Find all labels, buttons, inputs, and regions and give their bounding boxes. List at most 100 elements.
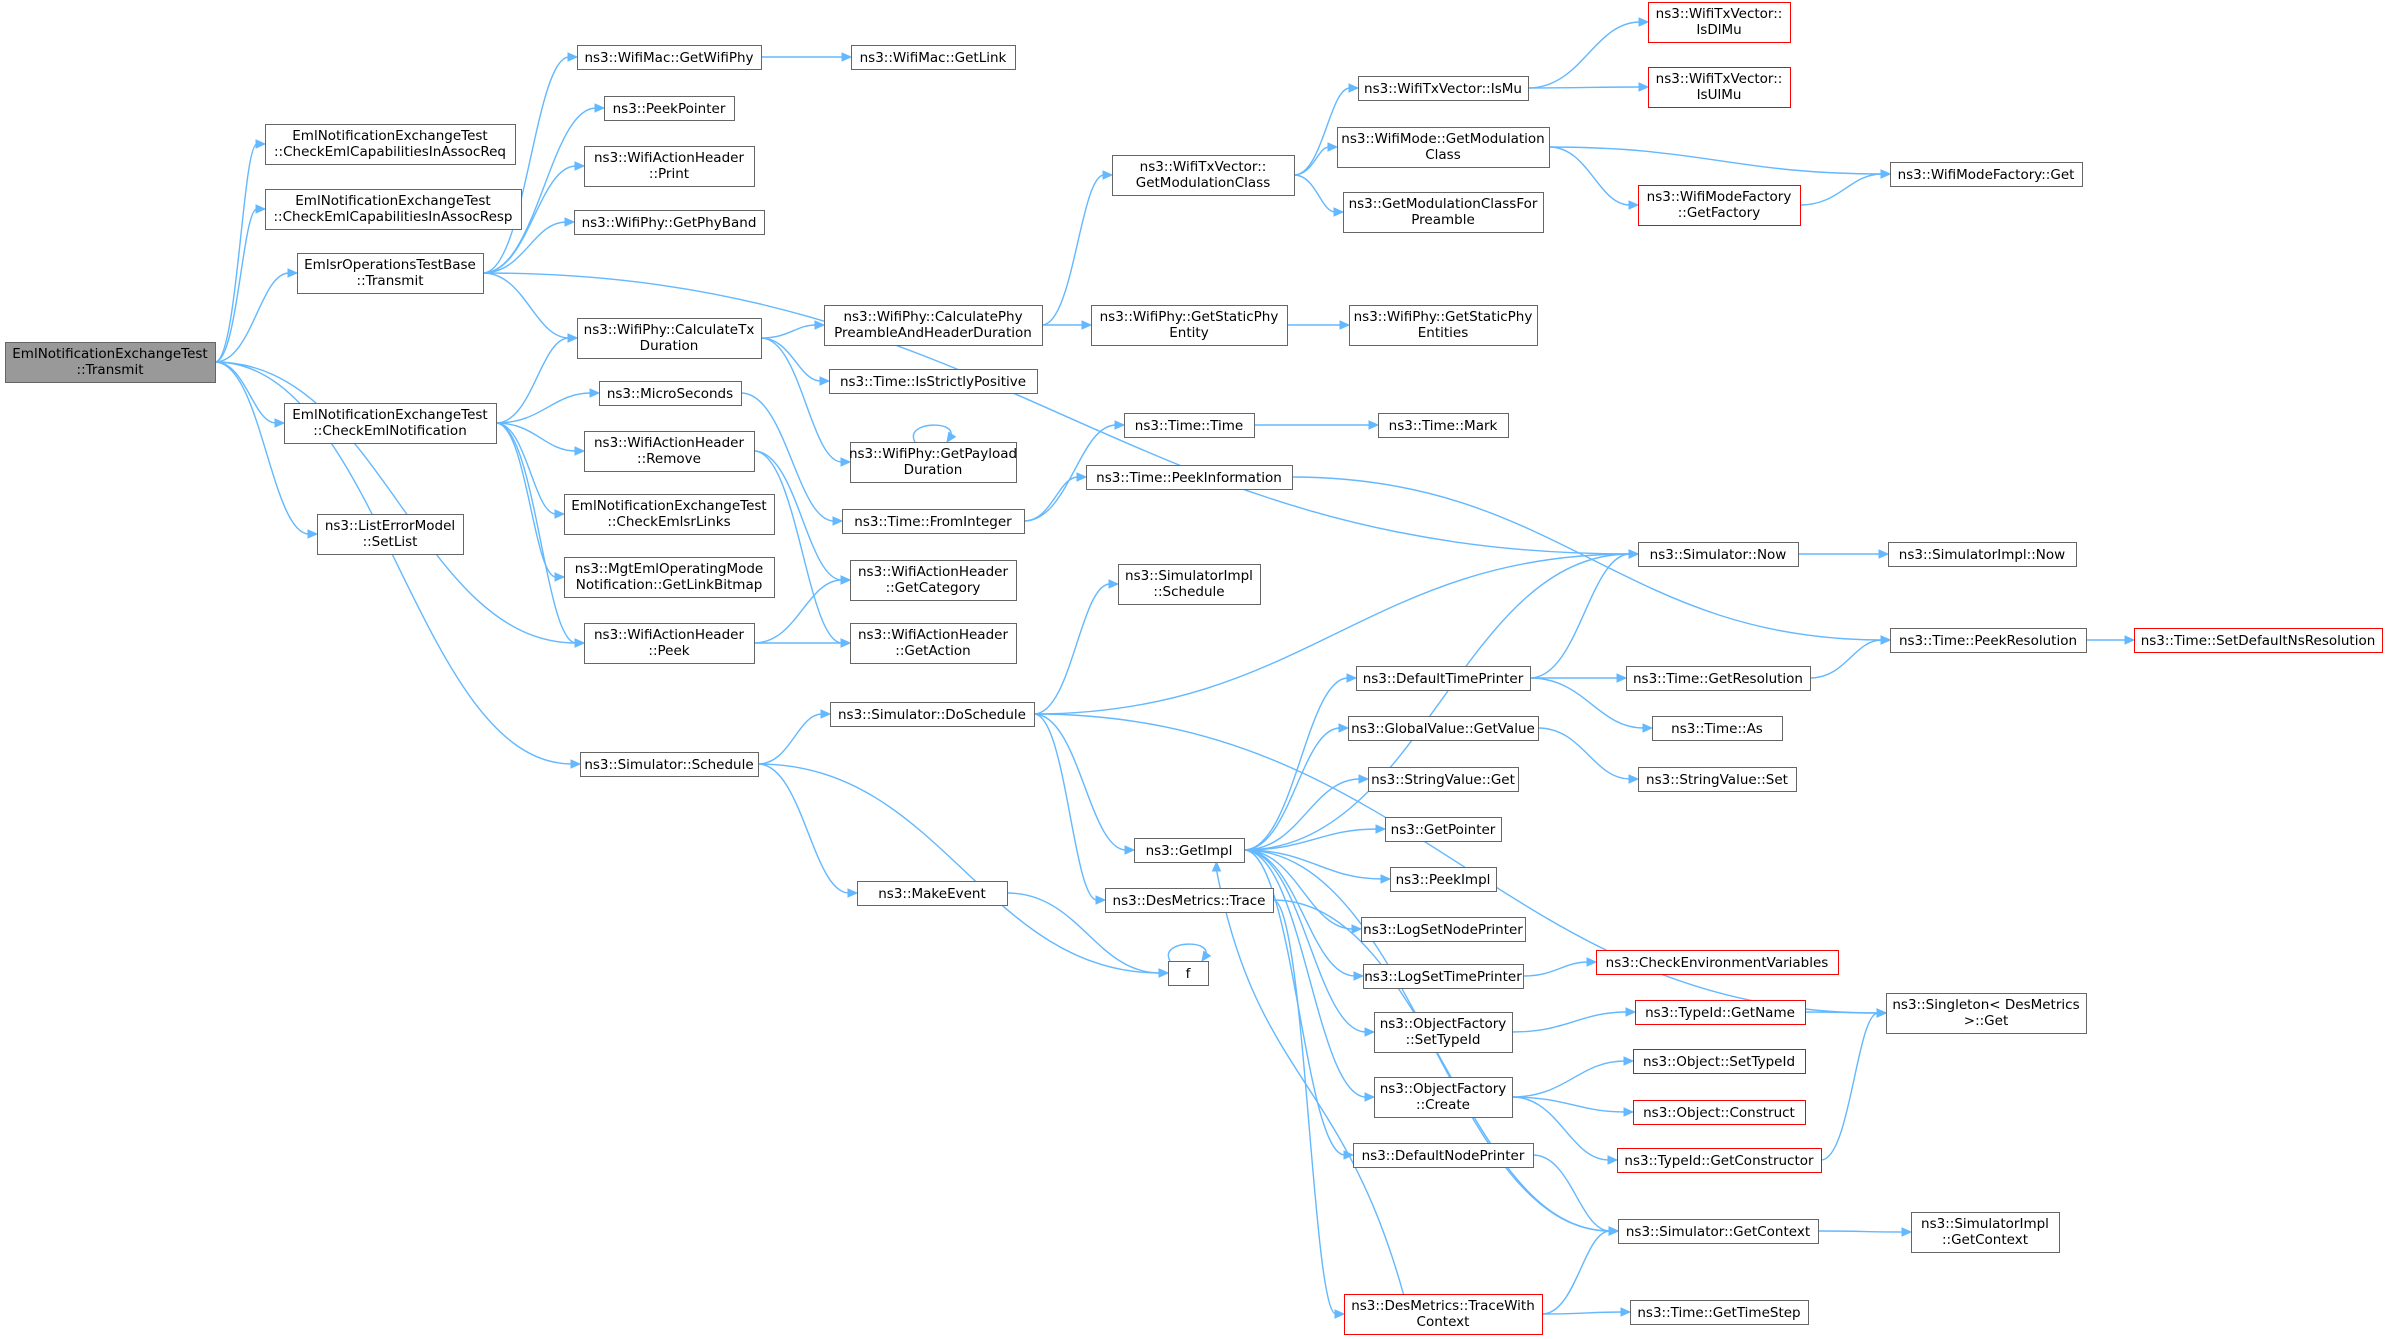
node-getLinkBitmap[interactable]: ns3::MgtEmlOperatingModeNotification::Ge…: [564, 557, 775, 598]
node-singletonGet[interactable]: ns3::Singleton< DesMetrics>::Get: [1886, 993, 2087, 1034]
node-box-getAction[interactable]: [850, 623, 1017, 664]
node-box-checkEmlsrLinks[interactable]: [564, 494, 775, 535]
node-box-logSetTimePrinter[interactable]: [1363, 964, 1524, 989]
node-fromInteger[interactable]: ns3::Time::FromInteger: [842, 509, 1025, 534]
node-modeFactoryGet[interactable]: ns3::WifiModeFactory::Get: [1890, 162, 2083, 187]
node-checkEmlsrLinks[interactable]: EmlNotificationExchangeTest::CheckEmlsrL…: [564, 494, 775, 535]
node-logSetTimePrinter[interactable]: ns3::LogSetTimePrinter: [1363, 964, 1524, 989]
node-getResolution[interactable]: ns3::Time::GetResolution: [1626, 666, 1811, 691]
node-getPointer[interactable]: ns3::GetPointer: [1385, 817, 1502, 842]
node-root[interactable]: EmlNotificationExchangeTest::Transmit: [5, 342, 216, 383]
node-box-getModClassForPreamble[interactable]: [1343, 192, 1544, 233]
node-box-getName[interactable]: [1635, 1000, 1806, 1025]
node-simSchedule[interactable]: ns3::Simulator::Schedule: [580, 752, 759, 777]
node-box-getTimeStep[interactable]: [1630, 1300, 1809, 1325]
node-box-logSetNodePrinter[interactable]: [1361, 917, 1526, 942]
node-box-getImpl[interactable]: [1134, 838, 1245, 863]
node-checkEnvVars[interactable]: ns3::CheckEnvironmentVariables: [1596, 950, 1839, 975]
node-box-getPayloadDuration[interactable]: [850, 442, 1017, 483]
node-getFactory[interactable]: ns3::WifiModeFactory::GetFactory: [1638, 185, 1801, 226]
node-timeAs[interactable]: ns3::Time::As: [1652, 716, 1783, 741]
node-box-stringGet[interactable]: [1368, 767, 1519, 792]
node-box-globalGetValue[interactable]: [1348, 716, 1539, 741]
node-box-getWifiPhy[interactable]: [577, 45, 762, 70]
node-makeEvent[interactable]: ns3::MakeEvent: [857, 881, 1008, 906]
node-box-simNow[interactable]: [1638, 542, 1799, 567]
node-calcPreamble[interactable]: ns3::WifiPhy::CalculatePhyPreambleAndHea…: [824, 305, 1043, 346]
node-box-implGetContext[interactable]: [1911, 1212, 2060, 1253]
node-microSeconds[interactable]: ns3::MicroSeconds: [599, 381, 742, 406]
node-peekInformation[interactable]: ns3::Time::PeekInformation: [1086, 465, 1293, 490]
node-box-simSchedule[interactable]: [580, 752, 759, 777]
node-factoryCreate[interactable]: ns3::ObjectFactory::Create: [1374, 1077, 1513, 1118]
node-box-defaultTimePrinter[interactable]: [1356, 666, 1531, 691]
node-box-checkAssocResp[interactable]: [265, 189, 522, 230]
node-box-actionPeek[interactable]: [584, 623, 755, 664]
node-checkEmlNotif[interactable]: EmlNotificationExchangeTest::CheckEmlNot…: [284, 403, 497, 444]
node-box-objSetTypeId[interactable]: [1633, 1049, 1806, 1074]
node-stringGet[interactable]: ns3::StringValue::Get: [1368, 767, 1519, 792]
node-actionPrint[interactable]: ns3::WifiActionHeader::Print: [584, 146, 755, 187]
node-box-peekResolution[interactable]: [1890, 628, 2087, 653]
node-box-peekImpl[interactable]: [1390, 867, 1497, 892]
node-isDlMu[interactable]: ns3::WifiTxVector::IsDlMu: [1648, 2, 1791, 43]
node-box-timeMark[interactable]: [1378, 413, 1509, 438]
node-peekPointer[interactable]: ns3::PeekPointer: [604, 96, 735, 121]
node-getConstructor[interactable]: ns3::TypeId::GetConstructor: [1617, 1148, 1822, 1173]
node-checkAssocReq[interactable]: EmlNotificationExchangeTest::CheckEmlCap…: [265, 124, 516, 165]
node-box-setList[interactable]: [317, 514, 464, 555]
node-box-checkAssocReq[interactable]: [265, 124, 516, 165]
node-box-traceWithContext[interactable]: [1344, 1294, 1543, 1335]
node-box-defaultNodePrinter[interactable]: [1353, 1143, 1534, 1168]
node-box-doSchedule[interactable]: [830, 702, 1035, 727]
node-factorySetTypeId[interactable]: ns3::ObjectFactory::SetTypeId: [1374, 1012, 1513, 1053]
node-txGetModClass[interactable]: ns3::WifiTxVector::GetModulationClass: [1112, 155, 1295, 196]
node-box-root[interactable]: [5, 342, 216, 383]
node-box-actionRemove[interactable]: [584, 431, 755, 472]
node-box-implSchedule[interactable]: [1118, 564, 1261, 605]
node-modeGetModClass[interactable]: ns3::WifiMode::GetModulationClass: [1337, 127, 1550, 168]
node-box-fromInteger[interactable]: [842, 509, 1025, 534]
node-box-calcPreamble[interactable]: [824, 305, 1043, 346]
node-box-isDlMu[interactable]: [1648, 2, 1791, 43]
node-box-getResolution[interactable]: [1626, 666, 1811, 691]
node-box-getPointer[interactable]: [1385, 817, 1502, 842]
node-isUlMu[interactable]: ns3::WifiTxVector::IsUlMu: [1648, 67, 1791, 108]
node-objConstruct[interactable]: ns3::Object::Construct: [1633, 1100, 1806, 1125]
node-box-getContext[interactable]: [1618, 1219, 1819, 1244]
node-checkAssocResp[interactable]: EmlNotificationExchangeTest::CheckEmlCap…: [265, 189, 522, 230]
node-getCategory[interactable]: ns3::WifiActionHeader::GetCategory: [850, 560, 1017, 601]
node-box-modeGetModClass[interactable]: [1337, 127, 1550, 168]
node-getTimeStep[interactable]: ns3::Time::GetTimeStep: [1630, 1300, 1809, 1325]
node-box-factoryCreate[interactable]: [1374, 1077, 1513, 1118]
node-getAction[interactable]: ns3::WifiActionHeader::GetAction: [850, 623, 1017, 664]
node-doSchedule[interactable]: ns3::Simulator::DoSchedule: [830, 702, 1035, 727]
node-globalGetValue[interactable]: ns3::GlobalValue::GetValue: [1348, 716, 1539, 741]
node-box-getCategory[interactable]: [850, 560, 1017, 601]
node-timeTime[interactable]: ns3::Time::Time: [1124, 413, 1255, 438]
node-box-factorySetTypeId[interactable]: [1374, 1012, 1513, 1053]
node-box-isMu[interactable]: [1358, 76, 1529, 101]
node-setList[interactable]: ns3::ListErrorModel::SetList: [317, 514, 464, 555]
node-box-getLink[interactable]: [851, 45, 1016, 70]
node-defaultNodePrinter[interactable]: ns3::DefaultNodePrinter: [1353, 1143, 1534, 1168]
node-box-desTrace[interactable]: [1105, 888, 1274, 913]
node-logSetNodePrinter[interactable]: ns3::LogSetNodePrinter: [1361, 917, 1526, 942]
node-peekResolution[interactable]: ns3::Time::PeekResolution: [1890, 628, 2087, 653]
node-actionPeek[interactable]: ns3::WifiActionHeader::Peek: [584, 623, 755, 664]
node-box-objConstruct[interactable]: [1633, 1100, 1806, 1125]
node-box-timeTime[interactable]: [1124, 413, 1255, 438]
node-emlsrTransmit[interactable]: EmlsrOperationsTestBase::Transmit: [297, 253, 484, 294]
node-box-microSeconds[interactable]: [599, 381, 742, 406]
node-setDefaultNsResolution[interactable]: ns3::Time::SetDefaultNsResolution: [2134, 628, 2383, 653]
node-box-peekPointer[interactable]: [604, 96, 735, 121]
node-defaultTimePrinter[interactable]: ns3::DefaultTimePrinter: [1356, 666, 1531, 691]
node-box-calcTxDuration[interactable]: [577, 318, 762, 359]
node-box-getStaticPhyEntities[interactable]: [1349, 305, 1538, 346]
